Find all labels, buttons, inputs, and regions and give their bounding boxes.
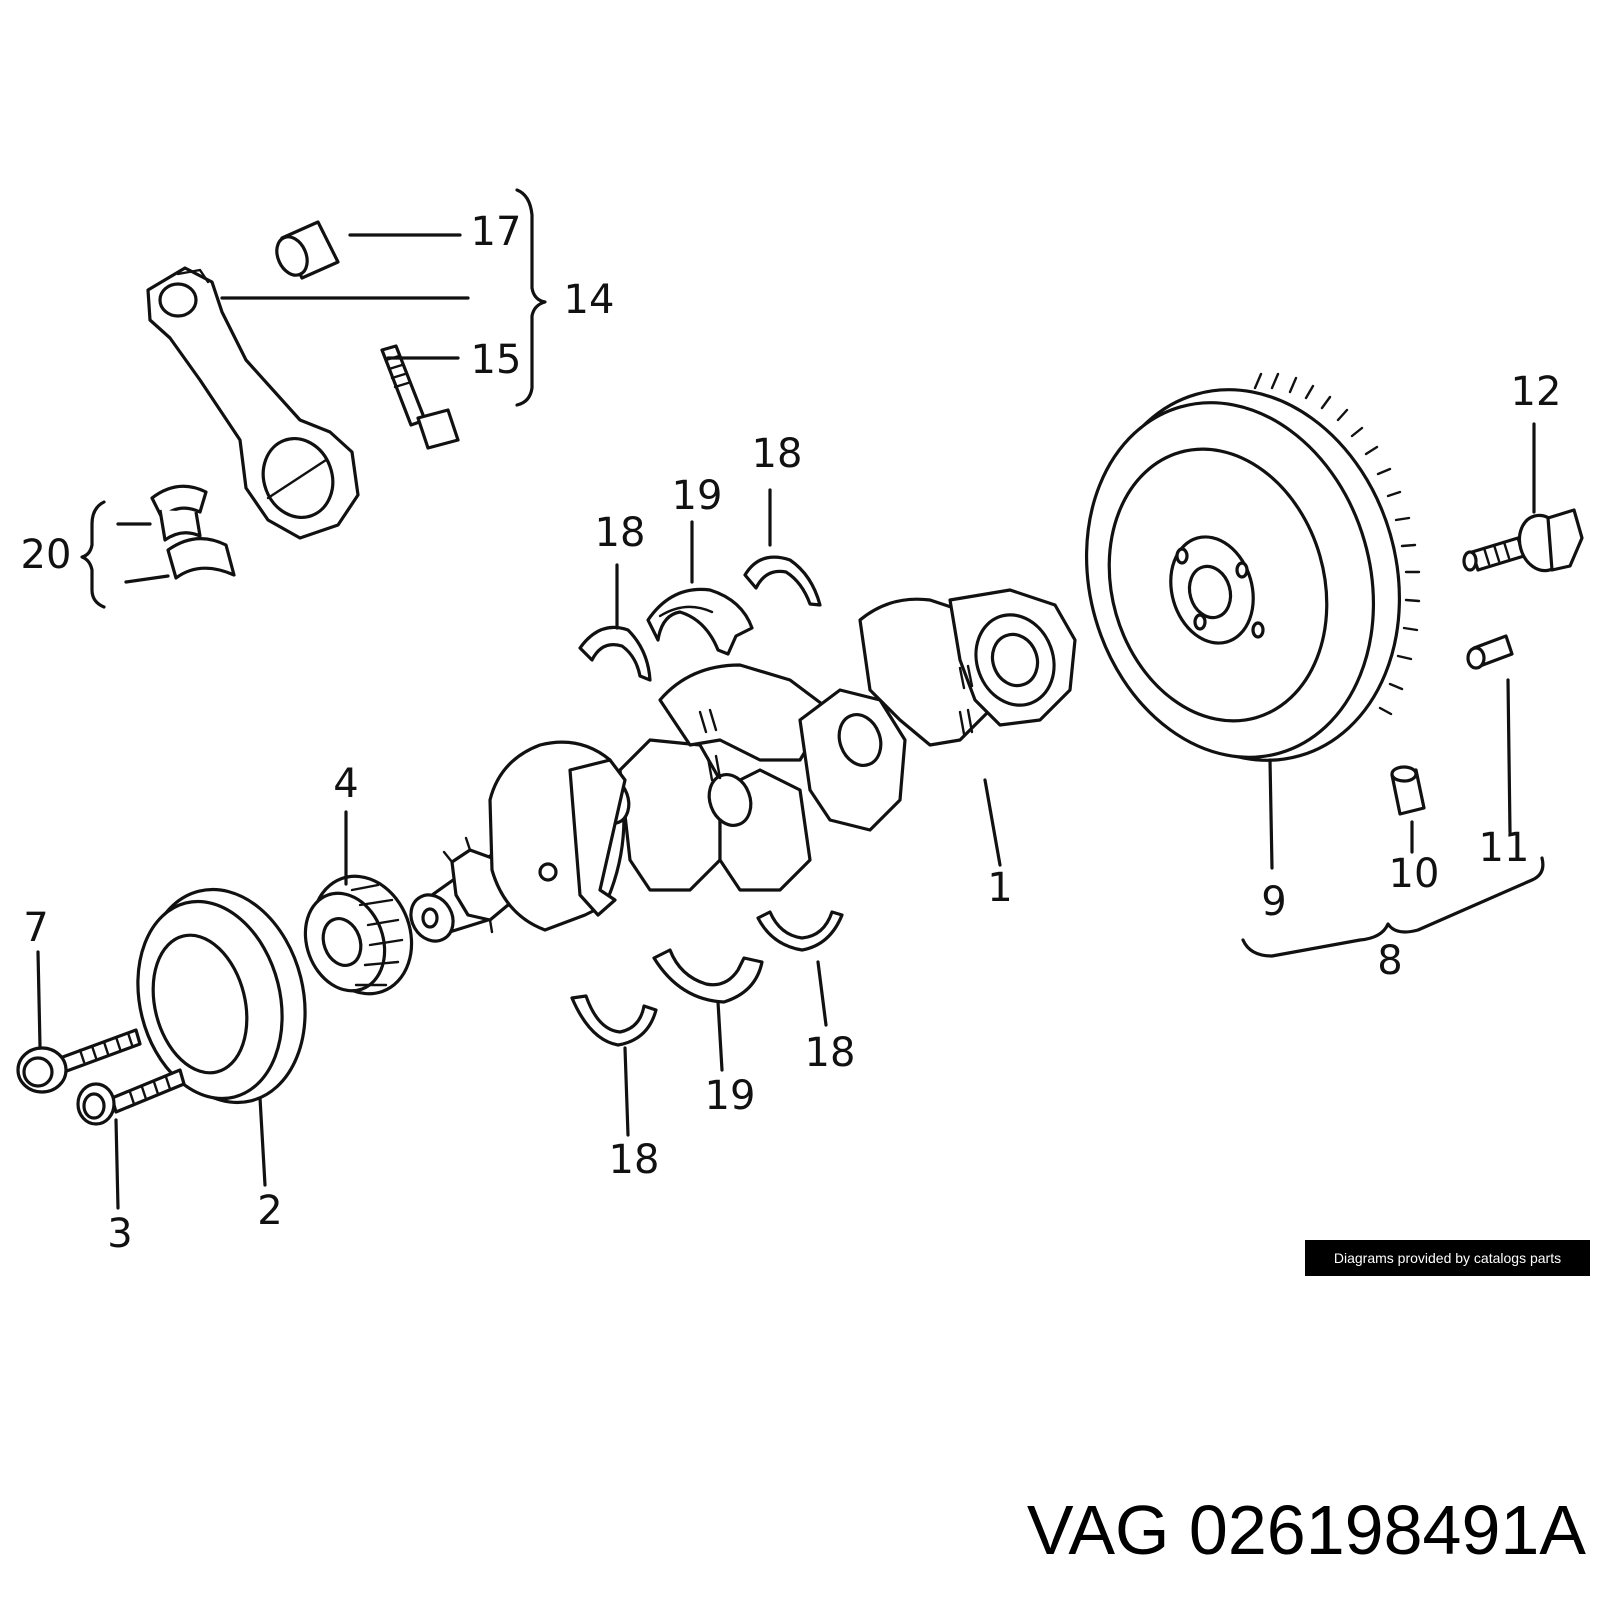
- callout-2: 2: [257, 1188, 282, 1234]
- flywheel-bolt: [1462, 508, 1584, 573]
- bearing-shell-upper: [646, 587, 754, 656]
- callout-4: 4: [333, 761, 358, 807]
- bearing-shell-lower: [652, 948, 764, 1004]
- leader-19b: [716, 1000, 724, 1072]
- leader-18d: [623, 1046, 630, 1137]
- callout-7: 7: [23, 905, 48, 951]
- callout-labels: 1 2 3 4 7 8 9 10 11 12 14 15 17 18 19 18…: [21, 209, 1562, 1257]
- leader-7: [36, 950, 42, 1048]
- thrust-washer-upper-left: [578, 625, 652, 682]
- callout-14: 14: [564, 277, 615, 323]
- crankshaft-timing-gear: [303, 874, 414, 996]
- diagram-credit-badge: Diagrams provided by catalogs parts: [1305, 1240, 1590, 1276]
- callout-11: 11: [1479, 825, 1530, 871]
- dowel-pin-11: [1466, 634, 1514, 670]
- leader-9: [1268, 758, 1274, 870]
- callout-8: 8: [1377, 938, 1402, 984]
- callout-18-lower-left: 18: [609, 1137, 660, 1183]
- callout-17: 17: [471, 209, 522, 255]
- callout-20: 20: [21, 532, 72, 578]
- crankshaft: [409, 588, 1077, 943]
- leader-11: [1506, 678, 1512, 834]
- callout-3: 3: [107, 1211, 132, 1257]
- callout-12: 12: [1511, 369, 1562, 415]
- leader-18c: [816, 960, 828, 1027]
- callout-19-lower: 19: [705, 1073, 756, 1119]
- piston-pin-bush: [275, 220, 340, 280]
- callout-15: 15: [471, 337, 522, 383]
- pulley-bolt-7: [16, 1028, 142, 1094]
- bracket-20: [80, 500, 106, 609]
- bracket-8: [1241, 856, 1545, 958]
- callout-19-upper: 19: [672, 473, 723, 519]
- leader-20b: [124, 574, 170, 584]
- part-number-title: VAG 026198491A: [1026, 1491, 1586, 1569]
- vibration-damper-pulley: [136, 887, 307, 1105]
- callout-10: 10: [1389, 851, 1440, 897]
- callout-18-upper-right: 18: [752, 431, 803, 477]
- thrust-washer-lower-left: [570, 994, 658, 1047]
- con-rod-bearing-shells: [150, 484, 236, 580]
- dowel-pin-10: [1390, 765, 1426, 816]
- callout-1: 1: [987, 865, 1012, 911]
- pulley-bolt-3: [76, 1068, 186, 1126]
- connecting-rod-bolt: [380, 344, 460, 450]
- connecting-rod: [146, 266, 360, 540]
- flywheel: [1084, 372, 1421, 762]
- callout-18-lower-right: 18: [805, 1030, 856, 1076]
- thrust-washer-upper-right: [743, 555, 822, 607]
- thrust-washer-lower-right: [756, 910, 844, 952]
- callout-18-upper-left: 18: [595, 510, 646, 556]
- leader-1: [983, 778, 1002, 867]
- leader-3: [114, 1118, 120, 1210]
- callout-9: 9: [1261, 879, 1286, 925]
- leader-2: [258, 1096, 267, 1187]
- bracket-14: [515, 188, 547, 407]
